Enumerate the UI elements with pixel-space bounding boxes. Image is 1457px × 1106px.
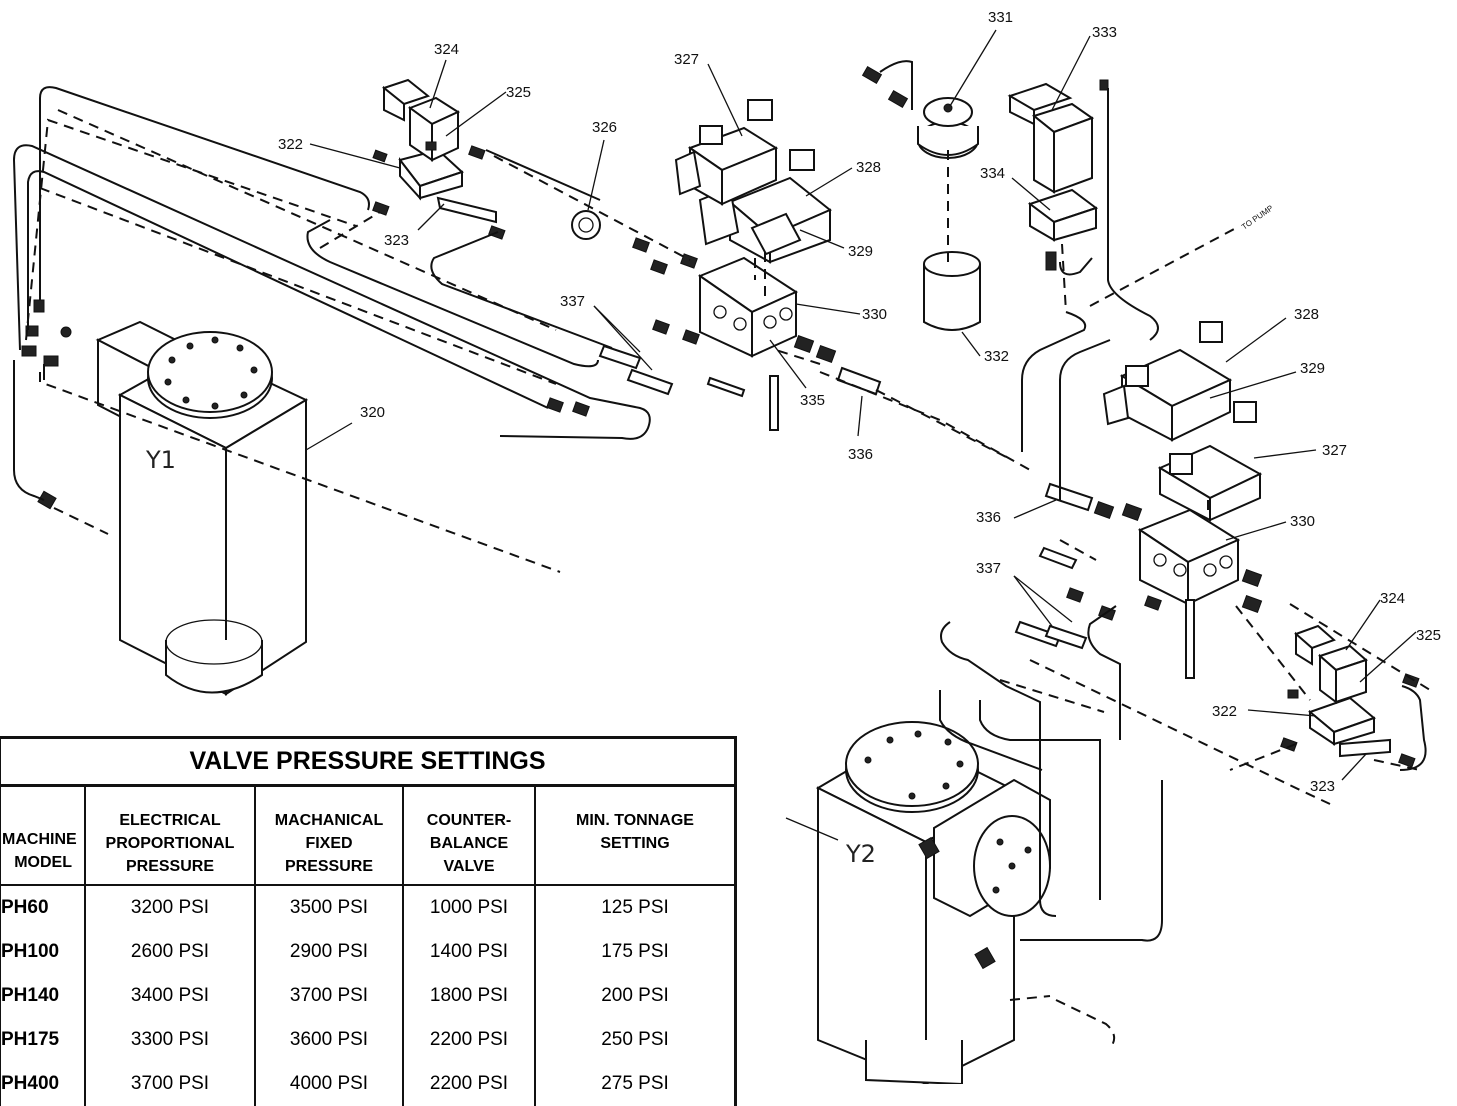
label-328-right: 328 <box>1294 306 1319 323</box>
cell-min-tonnage: 175 PSI <box>601 941 669 962</box>
left-fittings <box>21 299 590 510</box>
label-337-center: 337 <box>560 293 585 310</box>
cell-mechanical: 3600 PSI <box>255 1018 404 1062</box>
header-electrical-pressure: ELECTRICAL PROPORTIONAL PRESSURE <box>85 787 256 886</box>
table-row: PH60 3200 PSI 3500 PSI 1000 PSI 125 PSI <box>1 885 734 930</box>
left-valve-assembly <box>372 78 506 240</box>
label-329-center: 329 <box>848 243 873 260</box>
header-min-tonnage: MIN. TONNAGE SETTING <box>535 787 734 886</box>
cell-model: PH175 <box>1 1018 86 1062</box>
cell-model: PH400 <box>1 1062 86 1106</box>
label-330-center: 330 <box>862 306 887 323</box>
label-327-center: 327 <box>674 51 699 68</box>
header-counterbalance: COUNTER- BALANCE VALVE <box>403 787 536 886</box>
cell-min-tonnage: 125 PSI <box>601 897 669 918</box>
valve-pressure-table: VALVE PRESSURE SETTINGS MACHINE MODEL EL… <box>0 736 737 1106</box>
label-333: 333 <box>1092 24 1117 41</box>
hydraulic-lines <box>12 60 1427 942</box>
label-325-right: 325 <box>1416 627 1441 644</box>
cell-mechanical: 3700 PSI <box>255 974 404 1018</box>
cell-model: PH100 <box>1 930 86 974</box>
cell-electrical: 3700 PSI <box>85 1062 256 1106</box>
right-valve-assembly <box>1280 624 1420 768</box>
label-320: 320 <box>360 404 385 421</box>
cell-min-tonnage: 200 PSI <box>601 985 669 1006</box>
cell-min-tonnage: 275 PSI <box>601 1073 669 1094</box>
label-332: 332 <box>984 348 1009 365</box>
label-324-right: 324 <box>1380 590 1405 607</box>
label-336-right: 336 <box>976 509 1001 526</box>
label-322-left: 322 <box>278 136 303 153</box>
label-337-right: 337 <box>976 560 1001 577</box>
label-322-right: 322 <box>1212 703 1237 720</box>
cell-counterbalance: 2200 PSI <box>403 1018 536 1062</box>
filter-assembly <box>861 65 981 331</box>
cylinder-y2 <box>785 721 1051 1084</box>
label-to-pump: TO PUMP <box>1240 203 1275 231</box>
label-329-right: 329 <box>1300 360 1325 377</box>
cell-electrical: 3400 PSI <box>85 974 256 1018</box>
leader-lines <box>309 29 1417 781</box>
part-labels: 324 325 322 323 326 327 328 329 330 337 … <box>145 9 1441 868</box>
cell-model: PH60 <box>1 885 86 930</box>
label-334: 334 <box>980 165 1005 182</box>
label-323-left: 323 <box>384 232 409 249</box>
cell-model: PH140 <box>1 974 86 1018</box>
cell-electrical: 2600 PSI <box>85 930 256 974</box>
label-336-center: 336 <box>848 446 873 463</box>
right-valve-stack <box>1014 321 1263 679</box>
cell-counterbalance: 1800 PSI <box>403 974 536 1018</box>
label-328-center: 328 <box>856 159 881 176</box>
label-324-left: 324 <box>434 41 459 58</box>
cell-min-tonnage: 250 PSI <box>601 1029 669 1050</box>
label-325-left: 325 <box>506 84 531 101</box>
cell-electrical: 3300 PSI <box>85 1018 256 1062</box>
hydraulic-lines-dashed <box>25 109 1431 1049</box>
cylinder-y1 <box>95 320 353 696</box>
cell-mechanical: 2900 PSI <box>255 930 404 974</box>
cell-electrical: 3200 PSI <box>85 885 256 930</box>
header-mechanical-pressure: MACHANICAL FIXED PRESSURE <box>255 787 404 886</box>
table-row: PH400 3700 PSI 4000 PSI 2200 PSI 275 PSI <box>1 1062 734 1106</box>
label-y1: Y1 <box>145 446 176 474</box>
cell-counterbalance: 2200 PSI <box>403 1062 536 1106</box>
label-327-right: 327 <box>1322 442 1347 459</box>
cell-mechanical: 3500 PSI <box>255 885 404 930</box>
label-335: 335 <box>800 392 825 409</box>
pressure-settings-table: MACHINE MODEL ELECTRICAL PROPORTIONAL PR… <box>1 787 734 1106</box>
table-row: PH100 2600 PSI 2900 PSI 1400 PSI 175 PSI <box>1 930 734 974</box>
table-row: PH175 3300 PSI 3600 PSI 2200 PSI 250 PSI <box>1 1018 734 1062</box>
label-323-right: 323 <box>1310 778 1335 795</box>
label-331: 331 <box>988 9 1013 26</box>
table-header-row: MACHINE MODEL ELECTRICAL PROPORTIONAL PR… <box>1 787 734 886</box>
table-title: VALVE PRESSURE SETTINGS <box>1 739 734 787</box>
cell-counterbalance: 1400 PSI <box>403 930 536 974</box>
table-row: PH140 3400 PSI 3700 PSI 1800 PSI 200 PSI <box>1 974 734 1018</box>
cell-mechanical: 4000 PSI <box>255 1062 404 1106</box>
label-330-right: 330 <box>1290 513 1315 530</box>
valve-333-334 <box>1007 79 1109 271</box>
label-326: 326 <box>592 119 617 136</box>
center-valve-stack <box>571 99 882 431</box>
label-y2: Y2 <box>845 840 876 868</box>
header-machine-model: MACHINE MODEL <box>1 787 86 886</box>
cell-counterbalance: 1000 PSI <box>403 885 536 930</box>
